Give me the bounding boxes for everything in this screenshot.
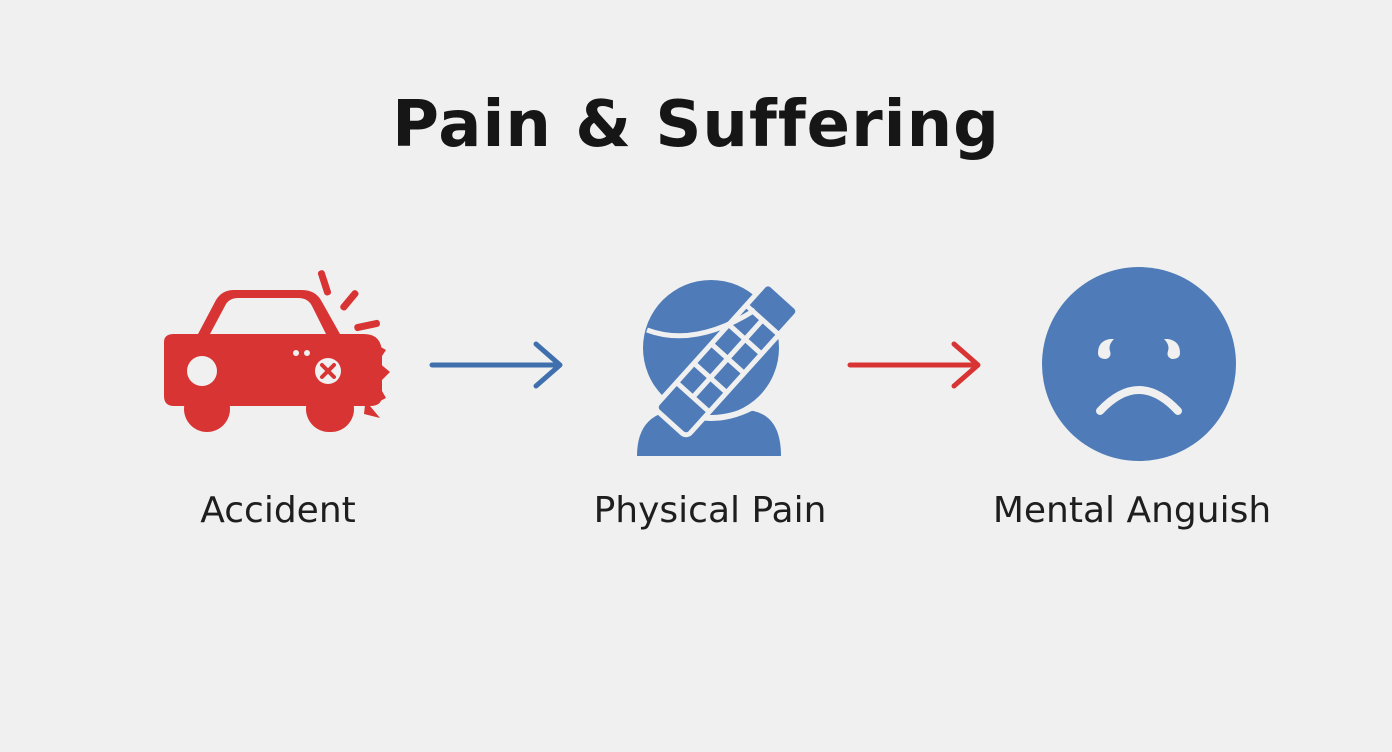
car-crash-icon <box>164 270 390 432</box>
arrow-right-icon <box>429 341 563 389</box>
step-label-physical-pain: Physical Pain <box>593 490 827 531</box>
bandaged-head-icon <box>637 280 800 456</box>
step-label-accident: Accident <box>200 490 356 531</box>
page-title: Pain & Suffering <box>392 88 1000 162</box>
arrow-right-icon <box>847 341 981 389</box>
step-label-mental-anguish: Mental Anguish <box>992 490 1272 531</box>
sad-face-icon <box>1042 267 1236 461</box>
